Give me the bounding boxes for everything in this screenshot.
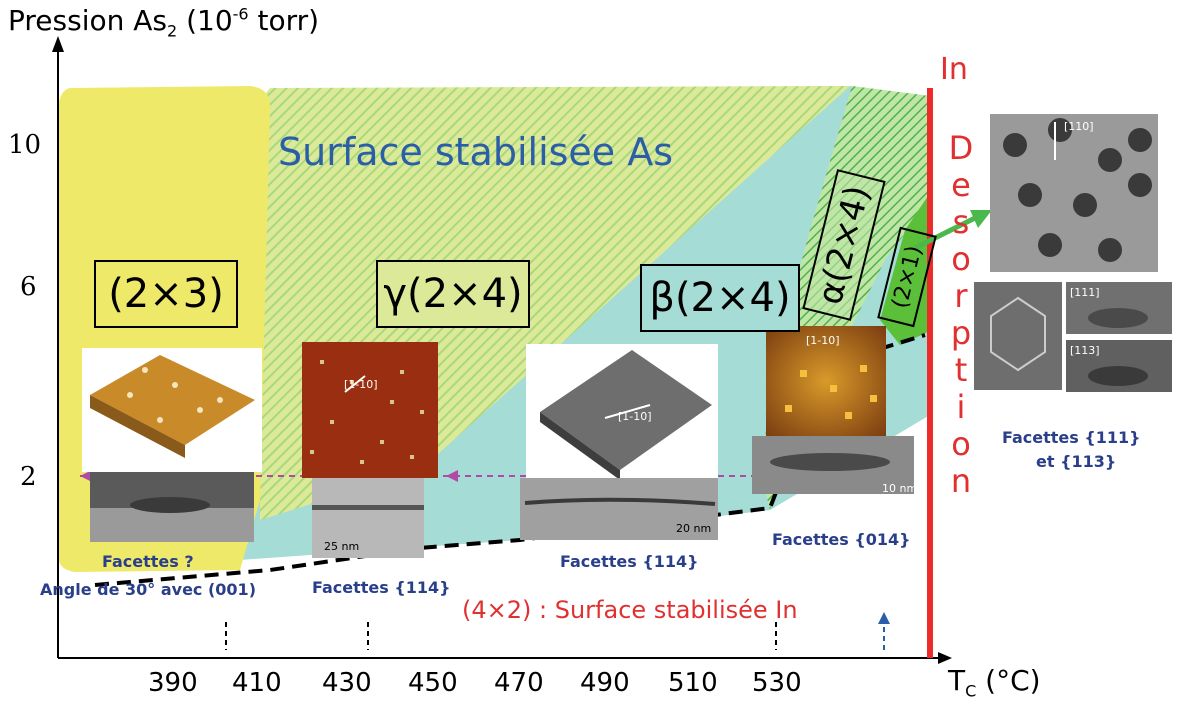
afm-2x3-side: [90, 395, 185, 458]
afm-2x3-surface: [90, 355, 255, 445]
p2x1-region: [880, 190, 932, 345]
x-tick-490: 490: [580, 668, 630, 698]
phase-2x3-box: (2×3): [94, 260, 238, 328]
dir-label-110: [110]: [1064, 120, 1094, 133]
x-tick-510: 510: [668, 668, 718, 698]
x-axis-title: TC (°C): [948, 664, 1041, 701]
facet-label-gamma: Facettes {114}: [312, 578, 451, 597]
facet-angle-label: Angle de 30° avec (001): [40, 580, 256, 599]
scale-bar-20: 20 nm: [676, 522, 712, 535]
scale-bar-10: 10 nm: [882, 482, 918, 495]
as-stabilized-label: Surface stabilisée As: [278, 130, 674, 174]
x-tick-530: 530: [752, 668, 802, 698]
in-label: In: [940, 52, 968, 87]
tem-right-hex: [974, 282, 1062, 390]
y-tick-10: 10: [8, 130, 42, 160]
pressure-arrow-1: [80, 470, 92, 482]
facet-label-beta: Facettes {114}: [560, 552, 699, 571]
facet-label-2x3: Facettes ?: [102, 552, 194, 571]
dir-label-113: [113]: [1070, 344, 1100, 357]
tem-gamma: [312, 478, 424, 558]
dir-label-alpha: [1-10]: [806, 334, 840, 347]
in-stabilized-label: (4×2) : Surface stabilisée In: [462, 596, 798, 624]
tem-beta: [520, 478, 718, 540]
pressure-arrow-2: [446, 470, 458, 482]
scale-bar-25: 25 nm: [324, 540, 360, 553]
facet-label-right-1: Facettes {111}: [1002, 428, 1141, 447]
y-axis-arrow: [52, 36, 64, 52]
green-arrow-head: [970, 210, 992, 228]
desorption-label: D e s o r p t i o n: [948, 129, 974, 500]
arrow-533: [878, 612, 890, 624]
y-tick-6: 6: [20, 272, 37, 302]
dir-label-111: [111]: [1070, 286, 1100, 299]
phase-beta-box: β(2×4): [640, 264, 800, 332]
x-axis-arrow: [938, 652, 952, 664]
afm-alpha: [766, 326, 886, 436]
dir-label-beta: [1-10]: [618, 410, 652, 423]
green-arrow: [913, 215, 977, 251]
x-tick-450: 450: [408, 668, 458, 698]
x-tick-430: 430: [322, 668, 372, 698]
x-tick-470: 470: [494, 668, 544, 698]
dir-label-gamma: [1-10]: [344, 378, 378, 391]
facet-label-alpha: Facettes {014}: [772, 530, 911, 549]
phase-gamma-box: γ(2×4): [376, 260, 530, 328]
x-tick-390: 390: [148, 668, 198, 698]
afm-gamma: [302, 342, 438, 478]
y-tick-2: 2: [20, 462, 37, 492]
y-axis-title: Pression As2 (10-6 torr): [8, 4, 320, 41]
x-tick-410: 410: [232, 668, 282, 698]
afm-beta-surface: [540, 350, 712, 470]
facet-label-right-2: et {113}: [1036, 452, 1117, 471]
